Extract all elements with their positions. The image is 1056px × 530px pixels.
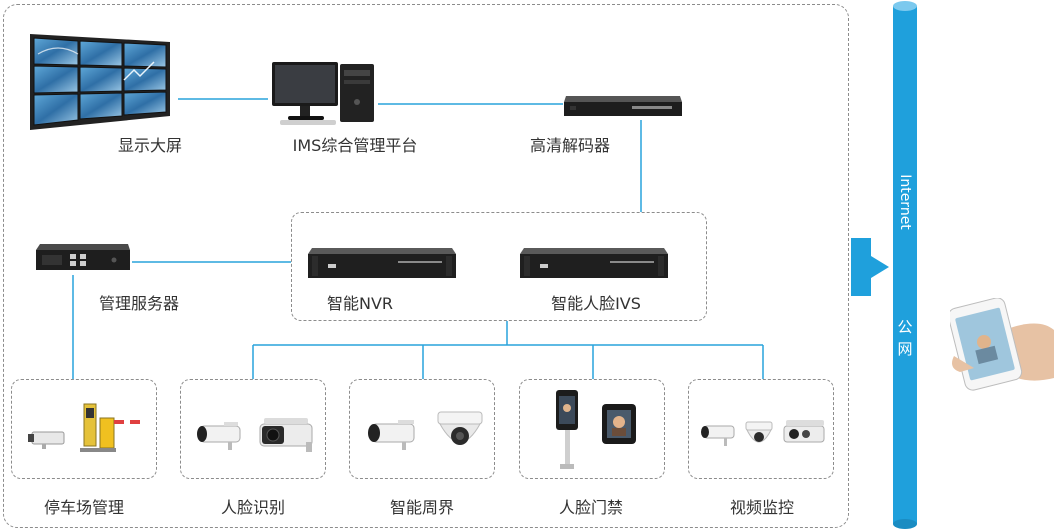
- face-terminal-stand-icon: [556, 390, 578, 469]
- subsystem-label-perimeter: 智能周界: [389, 498, 454, 517]
- smartphone-in-hand-icon: [950, 298, 1054, 391]
- video-wall-icon: [30, 34, 170, 130]
- workstation-icon: [272, 62, 374, 125]
- ims-platform-label: IMS综合管理平台: [292, 136, 418, 155]
- subsystem-label-face-access: 人脸门禁: [558, 498, 623, 517]
- hd-decoder-label: 高清解码器: [529, 136, 610, 155]
- perimeter-bullet-camera-icon: [368, 420, 415, 450]
- surveillance-bullet-camera-icon: [701, 425, 735, 446]
- parking-camera-icon: [28, 431, 65, 449]
- uplink-arrow-icon: [851, 238, 889, 296]
- face-access-terminal-icon: [602, 404, 636, 444]
- hd-decoder-icon: [564, 96, 682, 116]
- video-wall-label: 显示大屏: [117, 136, 182, 155]
- recorder-group: [291, 212, 707, 321]
- smart-nvr-icon: [308, 248, 456, 278]
- internet-label: Internet: [897, 174, 913, 230]
- subsystem-box-face-recognition: [180, 379, 326, 479]
- face-ivs-label: 智能人脸IVS: [551, 294, 641, 313]
- subsystem-label-video-surveillance: 视频监控: [729, 498, 794, 517]
- dome-camera-icon: [437, 411, 483, 445]
- system-boundary: [3, 4, 849, 528]
- subsystem-box-video-surveillance: [688, 379, 834, 479]
- public-network-label-2: 网: [897, 340, 913, 358]
- smart-nvr-label: 智能NVR: [326, 294, 394, 313]
- box-camera-icon: [259, 418, 313, 452]
- management-server-icon: [36, 244, 130, 270]
- subsystem-box-face-access: [519, 379, 665, 479]
- surveillance-dome-camera-icon: [745, 421, 773, 443]
- subsystem-label-face-recognition: 人脸识别: [220, 498, 285, 517]
- face-ivs-icon: [520, 248, 668, 278]
- subsystem-box-perimeter: [349, 379, 495, 479]
- subsystem-label-parking: 停车场管理: [43, 498, 124, 517]
- public-network-label-1: 公: [897, 318, 913, 336]
- barrier-gate-icon: [80, 403, 140, 452]
- subsystem-box-parking: [11, 379, 157, 479]
- management-server-label: 管理服务器: [98, 294, 179, 313]
- bullet-camera-icon: [197, 422, 241, 450]
- internet-pipe: [893, 1, 917, 529]
- surveillance-box-camera-icon: [783, 420, 825, 443]
